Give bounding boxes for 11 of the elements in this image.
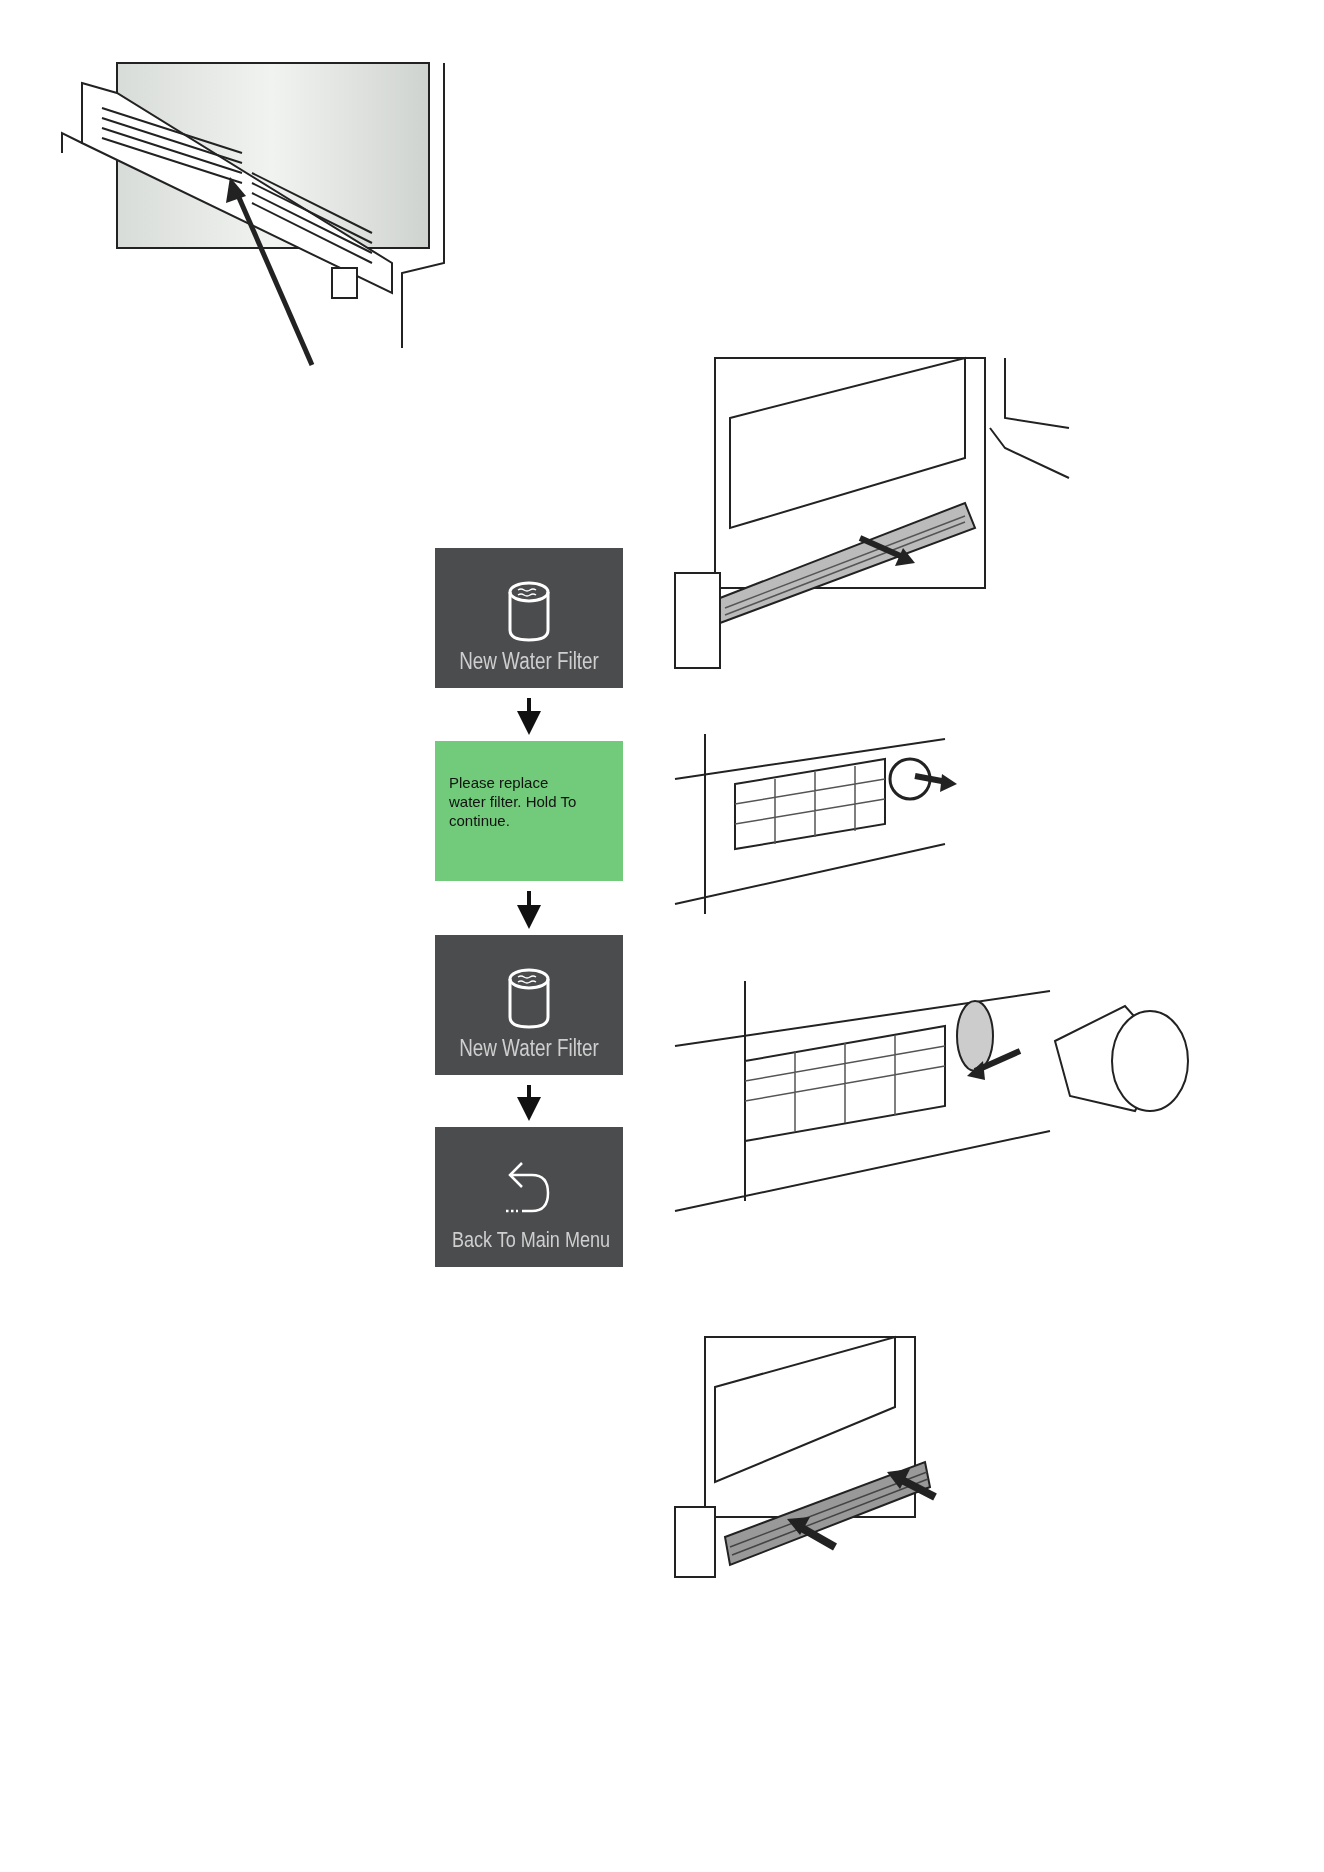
arrow bbox=[517, 891, 541, 929]
screen-title: New Water Filter bbox=[458, 1035, 600, 1061]
display-screen bbox=[435, 935, 623, 1075]
arrow bbox=[517, 1085, 541, 1121]
display-screen bbox=[435, 548, 623, 688]
screen-message: Please replace water filter. Hold To continue. bbox=[449, 773, 578, 830]
display-screen bbox=[435, 1127, 623, 1267]
arrow bbox=[517, 698, 541, 735]
screen-title: New Water Filter bbox=[458, 648, 600, 674]
message-screen bbox=[435, 741, 623, 881]
screen-title: Back To Main Menu bbox=[451, 1227, 607, 1253]
